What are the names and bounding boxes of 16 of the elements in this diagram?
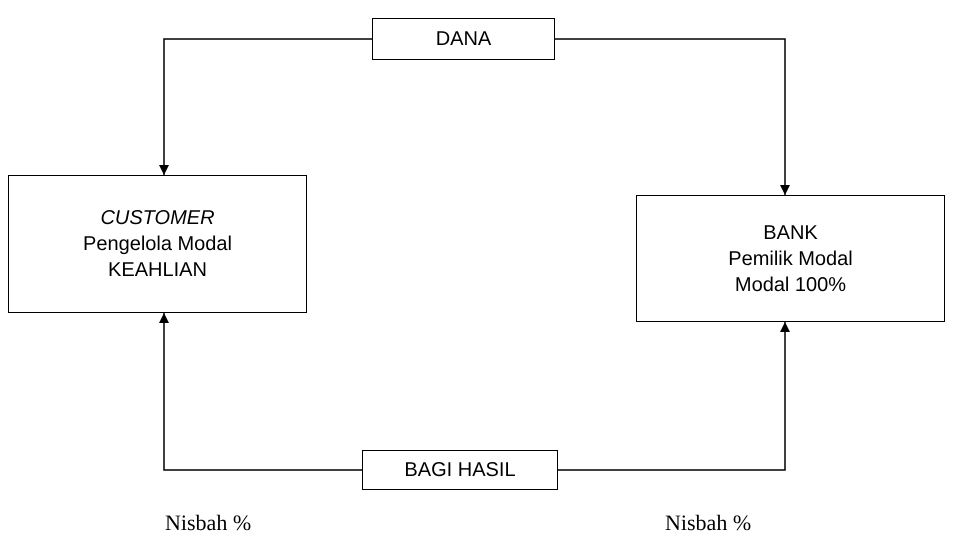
- ratio-label: Nisbah %: [665, 510, 752, 536]
- process-box: [636, 195, 945, 322]
- arrow: [159, 313, 362, 471]
- ratio-label: Nisbah %: [165, 510, 252, 536]
- process-box: [8, 175, 307, 313]
- arrow: [159, 38, 372, 175]
- arrow: [555, 38, 790, 195]
- process-box: [372, 18, 555, 60]
- node-text: DANA: [436, 27, 492, 52]
- arrow: [558, 322, 790, 471]
- node-text: BAGI HASIL: [404, 458, 516, 483]
- process-box: [362, 450, 558, 490]
- node-text: CUSTOMER Pengelola Modal KEAHLIAN: [82, 206, 233, 283]
- node-text: Pemilik Modal: [728, 246, 853, 272]
- node-text: BANK: [763, 220, 818, 246]
- node-text: Modal 100%: [734, 272, 846, 298]
